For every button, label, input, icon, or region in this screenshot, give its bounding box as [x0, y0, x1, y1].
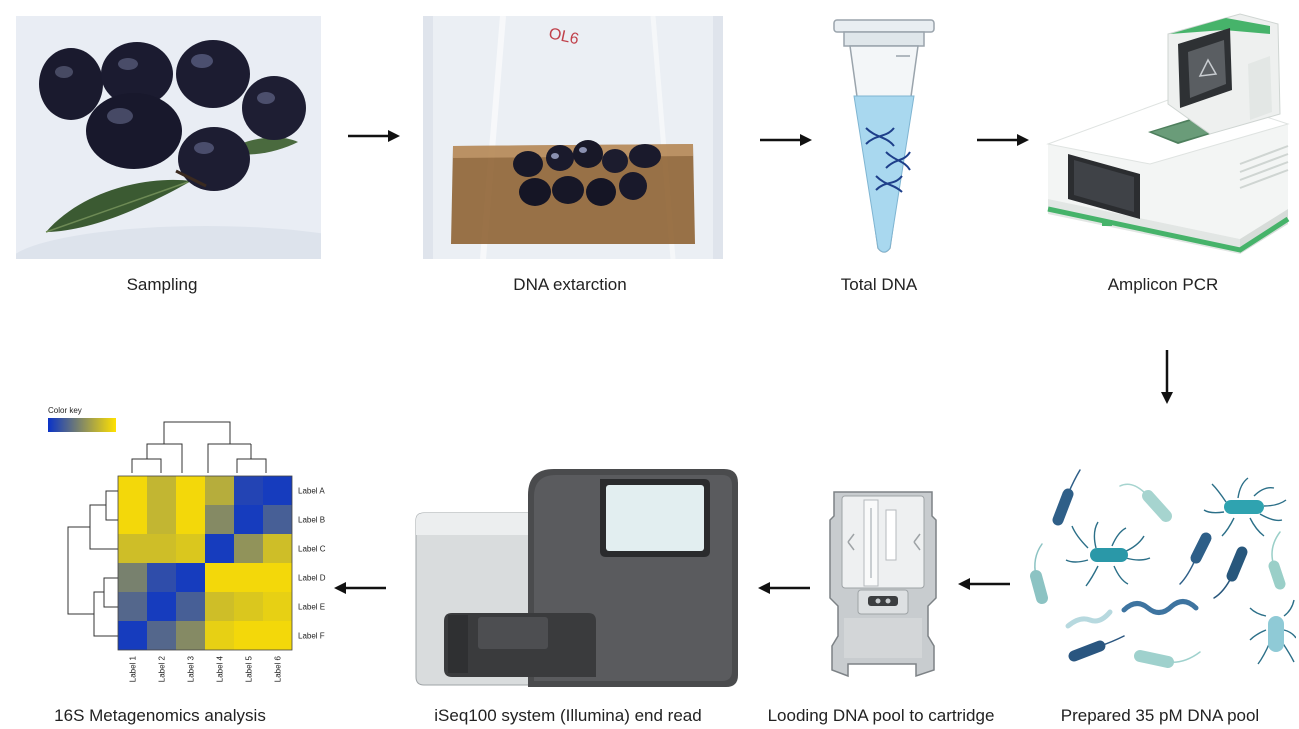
heatmap-cell	[263, 476, 292, 505]
heatmap-col-labels: Label 1 Label 2 Label 3 Label 4 Label 5 Label…	[129, 655, 283, 682]
heatmap-row-label: Label E	[298, 603, 325, 612]
heatmap-cell	[118, 505, 147, 534]
flagellated-bacterium-icon	[1065, 477, 1297, 665]
heatmap-row-labels: Label A Label B Label C Label D Label E Label…	[298, 487, 326, 641]
heatmap-cell	[205, 534, 234, 563]
heatmap-col-label: Label 4	[216, 655, 225, 682]
dna-helix-icon	[865, 127, 911, 193]
heatmap-row-label: Label A	[298, 487, 325, 496]
step-label-pcr: Amplicon PCR	[1107, 275, 1219, 294]
heatmap-col-label: Label 6	[274, 655, 283, 682]
bacteria-pool-illustration	[1028, 466, 1297, 686]
arrow-right-3	[977, 132, 1029, 153]
heatmap-cell	[176, 621, 205, 650]
heatmap-cell	[234, 563, 263, 592]
heatmap-cell	[147, 476, 176, 505]
step-label-extraction: DNA extarction	[513, 275, 627, 294]
heatmap-cell	[118, 592, 147, 621]
step-label-analysis: 16S Metagenomics analysis	[54, 706, 266, 725]
svg-text:OL6: OL6	[547, 25, 580, 48]
sampling-photo	[6, 16, 406, 306]
heatmap-cell	[118, 621, 147, 650]
heatmap-col-label: Label 5	[245, 655, 254, 682]
arrow-left-1	[334, 580, 386, 601]
step-label-cartridge: Looding DNA pool to cartridge	[767, 706, 995, 725]
heatmap-cell	[118, 476, 147, 505]
arrow-down	[1159, 350, 1175, 409]
step-label-total-dna: Total DNA	[840, 275, 918, 294]
step-label-pool: Prepared 35 pM DNA pool	[1060, 706, 1260, 725]
arrow-left-2	[758, 580, 810, 601]
sequencer-illustration	[408, 465, 740, 690]
heatmap-cell	[147, 592, 176, 621]
heatmap-row-label: Label B	[298, 516, 325, 525]
heatmap-cell	[263, 621, 292, 650]
heatmap-cell	[118, 563, 147, 592]
heatmap-col-label: Label 1	[129, 655, 138, 682]
extraction-photo: OL6	[423, 15, 723, 260]
heatmap-cell	[176, 592, 205, 621]
heatmap-cell	[263, 592, 292, 621]
step-label-sampling: Sampling	[126, 275, 198, 294]
heatmap-cell	[205, 476, 234, 505]
row-dendrogram	[67, 490, 118, 637]
heatmap-cell	[263, 505, 292, 534]
heatmap-row-label: Label D	[298, 574, 326, 583]
heatmap-cell	[205, 563, 234, 592]
heatmap-cell	[147, 621, 176, 650]
heatmap-cell	[176, 563, 205, 592]
heatmap-cell	[147, 505, 176, 534]
heatmap-cell	[176, 534, 205, 563]
heatmap-cell	[234, 505, 263, 534]
color-key-label: Color key	[48, 406, 82, 415]
heatmap-row-label: Label C	[298, 545, 326, 554]
heatmap-cell	[205, 505, 234, 534]
step-label-sequencer: iSeq100 system (Illumina) end read	[434, 706, 702, 725]
heatmap-cell	[234, 592, 263, 621]
heatmap-cell	[176, 476, 205, 505]
arrow-right-1	[348, 128, 400, 149]
heatmap-cell	[205, 592, 234, 621]
column-dendrogram	[131, 421, 267, 473]
color-key-bar	[48, 418, 116, 432]
cartridge-illustration	[828, 486, 938, 681]
heatmap-row-label: Label F	[298, 632, 325, 641]
dna-tube-illustration	[830, 16, 940, 261]
heatmap-cell	[234, 534, 263, 563]
heatmap-cell	[263, 534, 292, 563]
heatmap-cell	[147, 534, 176, 563]
arrow-left-3	[958, 576, 1010, 597]
heatmap-cell	[234, 476, 263, 505]
heatmap-cells	[117, 475, 293, 651]
heatmap-frame	[117, 475, 293, 651]
heatmap-cell	[205, 621, 234, 650]
heatmap-cell	[147, 563, 176, 592]
heatmap-col-label: Label 2	[158, 655, 167, 682]
pcr-machine-illustration	[1040, 4, 1290, 259]
heatmap-col-label: Label 3	[187, 655, 196, 682]
arrow-right-2	[760, 132, 812, 153]
heatmap-cell	[176, 505, 205, 534]
heatmap-cell	[263, 563, 292, 592]
heatmap-cell	[234, 621, 263, 650]
heatmap-cell	[118, 534, 147, 563]
